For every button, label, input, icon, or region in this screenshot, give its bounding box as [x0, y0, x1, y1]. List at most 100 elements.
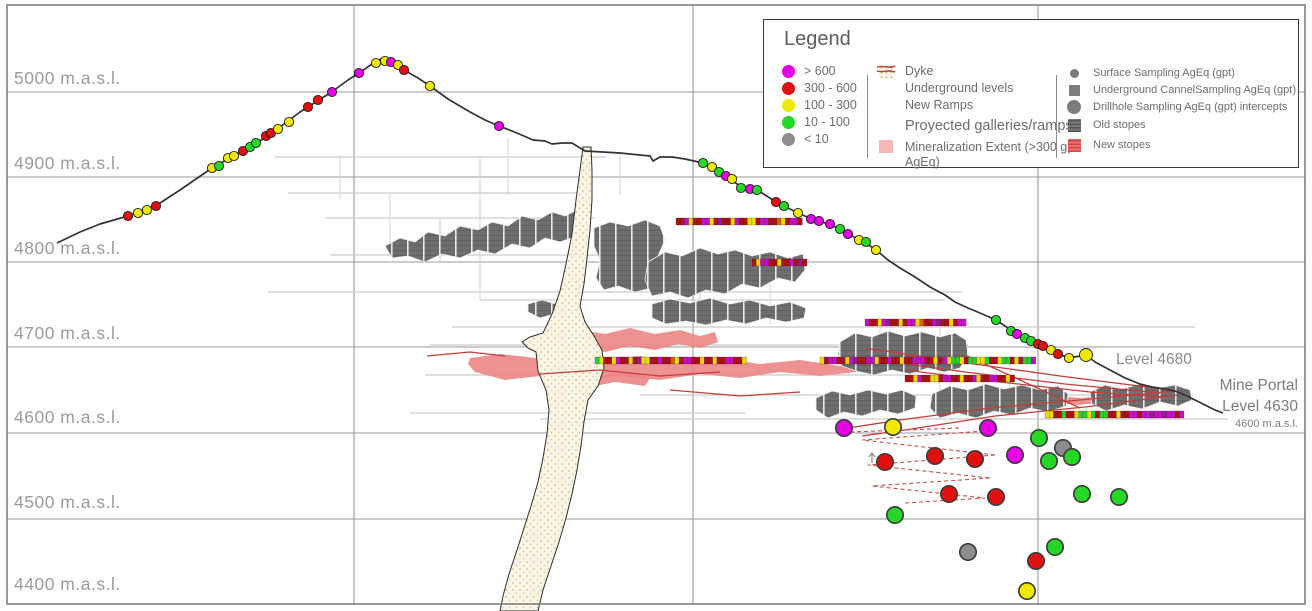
surface-sample-dot: [302, 101, 314, 113]
legend-label: Underground CannelSampling AgEq (gpt): [1093, 84, 1297, 96]
new-stopes-icon: [1064, 138, 1084, 152]
annotation-mine-portal-line2: Level 4630: [1222, 398, 1298, 415]
channel-sample-segment: [641, 356, 646, 365]
channel-sample-segment: [675, 217, 681, 226]
channel-sample-segment: [789, 217, 795, 226]
old-stopes: [384, 209, 1193, 419]
magenta-dot-icon: [782, 64, 795, 78]
surface-sample-dot: [493, 120, 505, 132]
channel-sample-segment: [1112, 410, 1117, 419]
channel-sample-segment: [751, 217, 757, 226]
channel-sample-segment: [963, 356, 969, 365]
channel-sample-segment: [953, 318, 958, 327]
channel-sample-segment: [925, 374, 931, 383]
surface-sample-dot: [370, 57, 382, 69]
channel-sample-segment: [695, 356, 701, 365]
channel-sample-segment: [1001, 356, 1007, 365]
legend-divider-2: [1056, 75, 1057, 158]
channel-sample-segment: [951, 356, 957, 365]
surface-sample-dot: [697, 157, 709, 169]
legend-label: Dyke: [905, 64, 934, 78]
channel-sample-segment: [946, 374, 952, 383]
channel-sampling-icon: [1064, 84, 1084, 96]
legend-label: Old stopes: [1093, 119, 1146, 131]
channel-sample-segment: [733, 356, 739, 365]
annotation-elev-4600: 4600 m.a.s.l.: [1235, 418, 1298, 430]
channel-sample-segment: [1078, 410, 1084, 419]
annotation-mine-portal-line1: Mine Portal: [1219, 377, 1298, 394]
channel-sample-segment: [729, 356, 735, 365]
drillhole-intercept-dot: [1045, 537, 1065, 557]
channel-sample-segment: [976, 374, 982, 383]
channel-sample-segment: [980, 374, 986, 383]
legend-item-channel-sampling: Underground CannelSampling AgEq (gpt): [1064, 83, 1296, 97]
channel-sample-segment: [594, 356, 600, 365]
legend-label: Underground levels: [905, 81, 1014, 95]
drillhole-intercept-dot: [883, 417, 903, 437]
axis-label-5000: 5000 m.a.s.l.: [14, 68, 121, 88]
channel-sample-segment: [959, 356, 965, 365]
ramp-line: [669, 389, 801, 397]
legend-label: Proyected galleries/ramps: [905, 118, 1073, 134]
channel-sample-segment: [1061, 410, 1067, 419]
drillhole-intercept-dot: [978, 418, 998, 438]
legend-label: 10 - 100: [804, 115, 850, 129]
surface-sample-dot: [283, 116, 295, 128]
channel-sample-segment: [942, 374, 948, 383]
surface-sample-dot: [122, 210, 134, 222]
channel-sample-segment: [722, 217, 727, 226]
channel-sample-segment: [927, 318, 933, 327]
legend-label: 100 - 300: [804, 98, 857, 112]
channel-sample-segment: [955, 374, 961, 383]
channel-sample-segment: [936, 318, 942, 327]
drillhole-intercept-dots: [834, 417, 1129, 601]
channel-sample-segment: [620, 356, 625, 365]
channel-sample-segment: [1091, 410, 1096, 419]
channel-sample-segment: [909, 374, 914, 383]
channel-sample-segment: [666, 356, 672, 365]
channel-sample-segment: [692, 217, 698, 226]
surface-sample-dot: [1011, 328, 1023, 340]
surface-sample-dot: [353, 67, 365, 79]
legend-item-grade-lt10: < 10: [782, 132, 857, 146]
channel-sample-segment: [1133, 410, 1138, 419]
annotation-level-4680: Level 4680: [1116, 351, 1192, 368]
channel-sample-segment: [836, 356, 842, 365]
channel-sample-segment: [802, 258, 808, 267]
surface-sample-dot: [778, 200, 790, 212]
channel-sample-segment: [1005, 356, 1011, 365]
channel-sample-segment: [877, 318, 883, 327]
drillhole-intercept-dot: [885, 505, 905, 525]
channel-sample-segment: [603, 356, 609, 365]
channel-sample-segment: [894, 318, 900, 327]
legend-divider-1: [867, 75, 868, 158]
surface-sample-dot: [726, 173, 738, 185]
channel-sample-segment: [793, 217, 799, 226]
ramp-line: [539, 369, 721, 377]
channel-sample-segment: [1137, 410, 1143, 419]
drillhole-intercept-dot: [1029, 428, 1049, 448]
legend-label: New stopes: [1093, 139, 1151, 151]
channel-sample-segment: [624, 356, 630, 365]
channel-sample-segment: [1162, 410, 1168, 419]
legend-item-mineralization: Mineralization Extent (>300 gpt AgEq): [876, 140, 1078, 170]
channel-sample-segment: [904, 374, 910, 383]
channel-sample-segment: [747, 217, 753, 226]
channel-sample-segment: [870, 356, 876, 365]
channel-sample-segment: [738, 217, 744, 226]
projected-ramp-line: [849, 427, 961, 433]
surface-sample-dot: [813, 215, 825, 227]
axis-label-4800: 4800 m.a.s.l.: [14, 238, 121, 258]
axis-label-4700: 4700 m.a.s.l.: [14, 323, 121, 343]
channel-sample-segment: [997, 374, 1003, 383]
legend-samplings: Surface Sampling AgEq (gpt) Underground …: [1064, 66, 1296, 155]
channel-sample-segment: [967, 374, 973, 383]
channel-sample-segment: [885, 318, 891, 327]
channel-sample-segment: [1099, 410, 1105, 419]
channel-sample-segment: [899, 356, 905, 365]
channel-sample-segment: [725, 356, 730, 365]
channel-sample-segment: [887, 356, 892, 365]
surface-sample-dot: [1063, 352, 1075, 364]
channel-sample-segment: [691, 356, 697, 365]
dyke-body: [499, 146, 605, 611]
